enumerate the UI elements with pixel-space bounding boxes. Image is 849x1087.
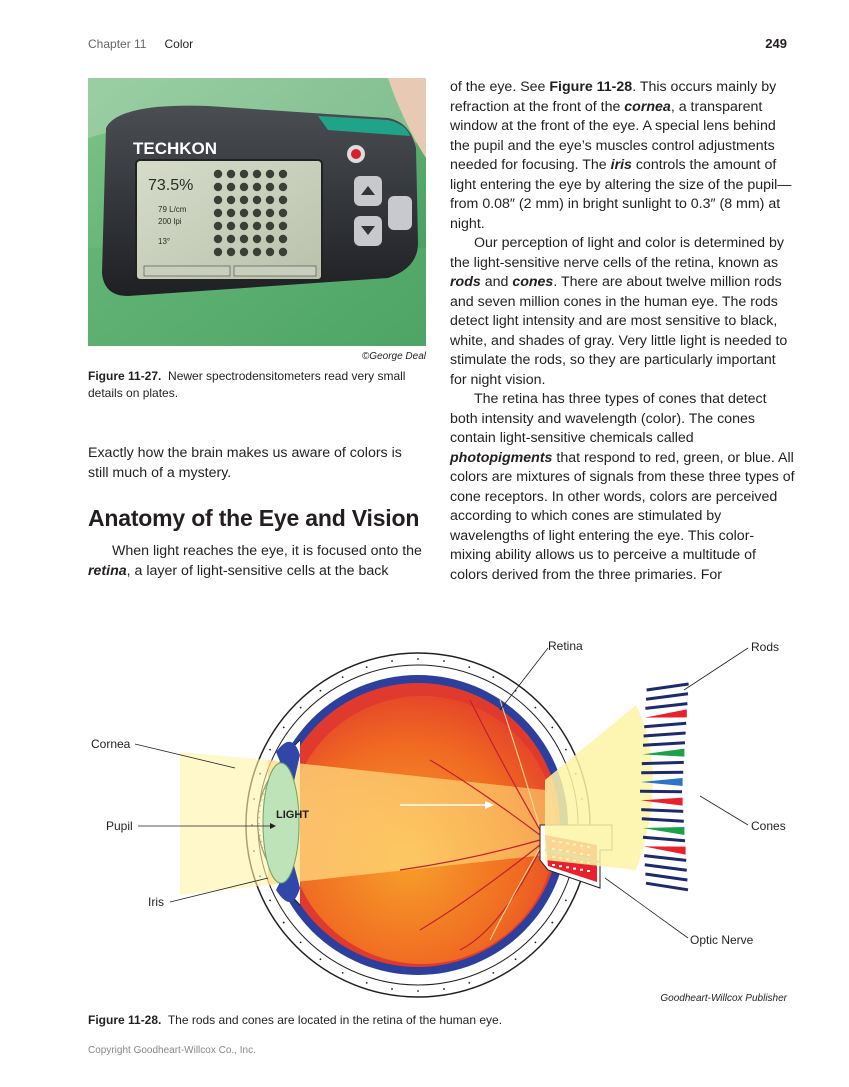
red-cone-cell bbox=[644, 709, 687, 718]
rod-cell bbox=[639, 789, 683, 794]
paragraph-brain: Exactly how the brain makes us aware of … bbox=[88, 445, 402, 481]
rod-cell bbox=[645, 881, 689, 892]
red-cone-cell bbox=[640, 797, 683, 806]
svg-text:200 lpi: 200 lpi bbox=[158, 217, 182, 226]
svg-text:73.5%: 73.5% bbox=[148, 177, 193, 194]
paragraph-cone-types: The retina has three types of cones that… bbox=[450, 391, 795, 583]
rod-cell bbox=[642, 741, 686, 747]
caption-label: Figure 11-27. bbox=[88, 369, 162, 383]
term-retina: retina bbox=[88, 562, 127, 579]
rod-cell bbox=[642, 835, 686, 843]
figure-11-28-caption: Figure 11-28. The rods and cones are loc… bbox=[88, 1012, 688, 1029]
svg-text:Cornea: Cornea bbox=[91, 737, 131, 751]
svg-text:LIGHT: LIGHT bbox=[276, 809, 309, 821]
eye-anatomy-diagram: LIGHT Cornea Pu bbox=[0, 620, 849, 1000]
rod-cell bbox=[644, 721, 687, 729]
caption-text: Newer spectrodensitometers read very sma… bbox=[88, 369, 406, 400]
running-header: Chapter 11 Color bbox=[88, 37, 193, 51]
term-rods: rods bbox=[450, 274, 481, 290]
figure-reference: Figure 11-28 bbox=[549, 79, 633, 95]
paragraph-anatomy: When light reaches the eye, it is focuse… bbox=[88, 543, 422, 579]
chapter-title: Color bbox=[164, 37, 194, 51]
rod-cell bbox=[646, 682, 689, 692]
term-cones: cones bbox=[512, 274, 554, 290]
svg-text:79 L/cm: 79 L/cm bbox=[158, 205, 187, 214]
rod-cell bbox=[641, 760, 684, 766]
section-heading: Anatomy of the Eye and Vision bbox=[88, 505, 420, 531]
caption-label: Figure 11-28. bbox=[88, 1013, 162, 1027]
paragraph-refraction: of the eye. See Figure 11-28. This occur… bbox=[450, 79, 792, 232]
term-photopigments: photopigments bbox=[450, 449, 553, 466]
copyright-footer: Copyright Goodheart-Willcox Co., Inc. bbox=[88, 1045, 256, 1056]
term-cornea: cornea bbox=[624, 98, 671, 115]
paragraph-rods-cones: Our perception of light and color is det… bbox=[450, 235, 788, 388]
rod-cell bbox=[645, 872, 688, 882]
blue-cone-cell bbox=[640, 778, 683, 786]
svg-text:Iris: Iris bbox=[148, 895, 164, 909]
rod-cell bbox=[643, 731, 686, 738]
term-iris: iris bbox=[610, 157, 632, 173]
figure-11-27-caption: Figure 11-27. Newer spectrodensitometers… bbox=[88, 368, 428, 402]
svg-text:Retina: Retina bbox=[548, 639, 583, 653]
rod-cell bbox=[644, 854, 687, 862]
rod-cell bbox=[644, 863, 687, 872]
svg-text:Optic Nerve: Optic Nerve bbox=[690, 933, 754, 947]
green-cone-cell bbox=[642, 748, 685, 757]
rod-cell bbox=[641, 770, 684, 775]
rod-cell bbox=[641, 817, 684, 823]
rod-cell bbox=[645, 692, 689, 701]
rod-cell bbox=[641, 808, 684, 813]
page-number: 249 bbox=[765, 36, 787, 51]
chapter-number: Chapter 11 bbox=[88, 37, 147, 51]
green-cone-cell bbox=[642, 827, 685, 835]
photo-credit: ©George Deal bbox=[361, 351, 426, 362]
right-column: of the eye. See Figure 11-28. This occur… bbox=[450, 78, 795, 585]
svg-text:Cones: Cones bbox=[751, 819, 786, 833]
svg-text:Rods: Rods bbox=[751, 640, 779, 654]
spectrodensitometer-photo: TECHKON 73.5% 79 L/cm 200 lpi 13° bbox=[88, 78, 426, 346]
caption-text: The rods and cones are located in the re… bbox=[167, 1013, 503, 1027]
rod-cell bbox=[645, 702, 688, 710]
svg-text:13°: 13° bbox=[158, 237, 170, 246]
diagram-credit: Goodheart-Willcox Publisher bbox=[660, 993, 787, 1004]
svg-text:Pupil: Pupil bbox=[106, 819, 133, 833]
svg-text:TECHKON: TECHKON bbox=[133, 139, 217, 158]
red-cone-cell bbox=[643, 846, 686, 855]
